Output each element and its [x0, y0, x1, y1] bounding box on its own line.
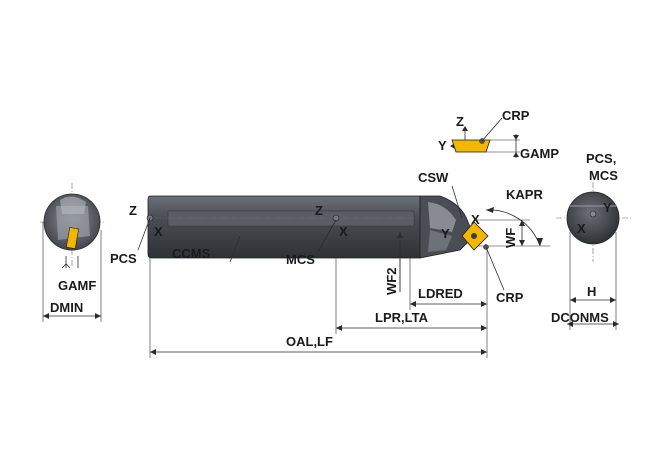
- dconms-label: DCONMS: [551, 310, 609, 325]
- lpr-lta-label: LPR,LTA: [375, 310, 429, 325]
- y-end-label: Y: [603, 200, 612, 215]
- gamf-label: GAMF: [58, 278, 96, 293]
- y-head-label: Y: [441, 226, 450, 241]
- pcs-mcs-label-1: PCS,: [586, 151, 616, 166]
- h-label: H: [587, 284, 596, 299]
- gamp-label: GAMP: [520, 146, 559, 161]
- side-view: Z X PCS CCMS Z X MCS WF2 LDRED LPR,LTA O…: [110, 170, 550, 358]
- pcs-label: PCS: [110, 251, 137, 266]
- wf2-label: WF2: [384, 268, 399, 295]
- x-end-label: X: [577, 221, 586, 236]
- y-insert-label: Y: [438, 138, 447, 153]
- x-left-label: X: [154, 224, 163, 239]
- crp-bottom-label: CRP: [496, 290, 524, 305]
- oal-lf-label: OAL,LF: [286, 334, 333, 349]
- z-left-label: Z: [129, 203, 137, 218]
- kapr-label: KAPR: [506, 187, 543, 202]
- dmin-label: DMIN: [50, 300, 83, 315]
- z-mid-label: Z: [315, 203, 323, 218]
- insert-detail: Z Y CRP GAMP: [438, 108, 559, 161]
- x-mid-label: X: [339, 224, 348, 239]
- wf-label: WF: [503, 228, 518, 248]
- z-insert-label: Z: [456, 114, 464, 129]
- pcs-mcs-label-2: MCS: [589, 168, 618, 183]
- ccms-label: CCMS: [172, 246, 211, 261]
- x-head-label: X: [471, 212, 480, 227]
- front-end-view: GAMF DMIN: [40, 183, 105, 322]
- csw-label: CSW: [418, 170, 449, 185]
- crp-top-label: CRP: [502, 108, 530, 123]
- mcs-label: MCS: [286, 252, 315, 267]
- rear-end-view: PCS, MCS Y X H DCONMS: [551, 151, 632, 330]
- ldred-label: LDRED: [418, 286, 463, 301]
- front-insert-icon: [65, 227, 80, 250]
